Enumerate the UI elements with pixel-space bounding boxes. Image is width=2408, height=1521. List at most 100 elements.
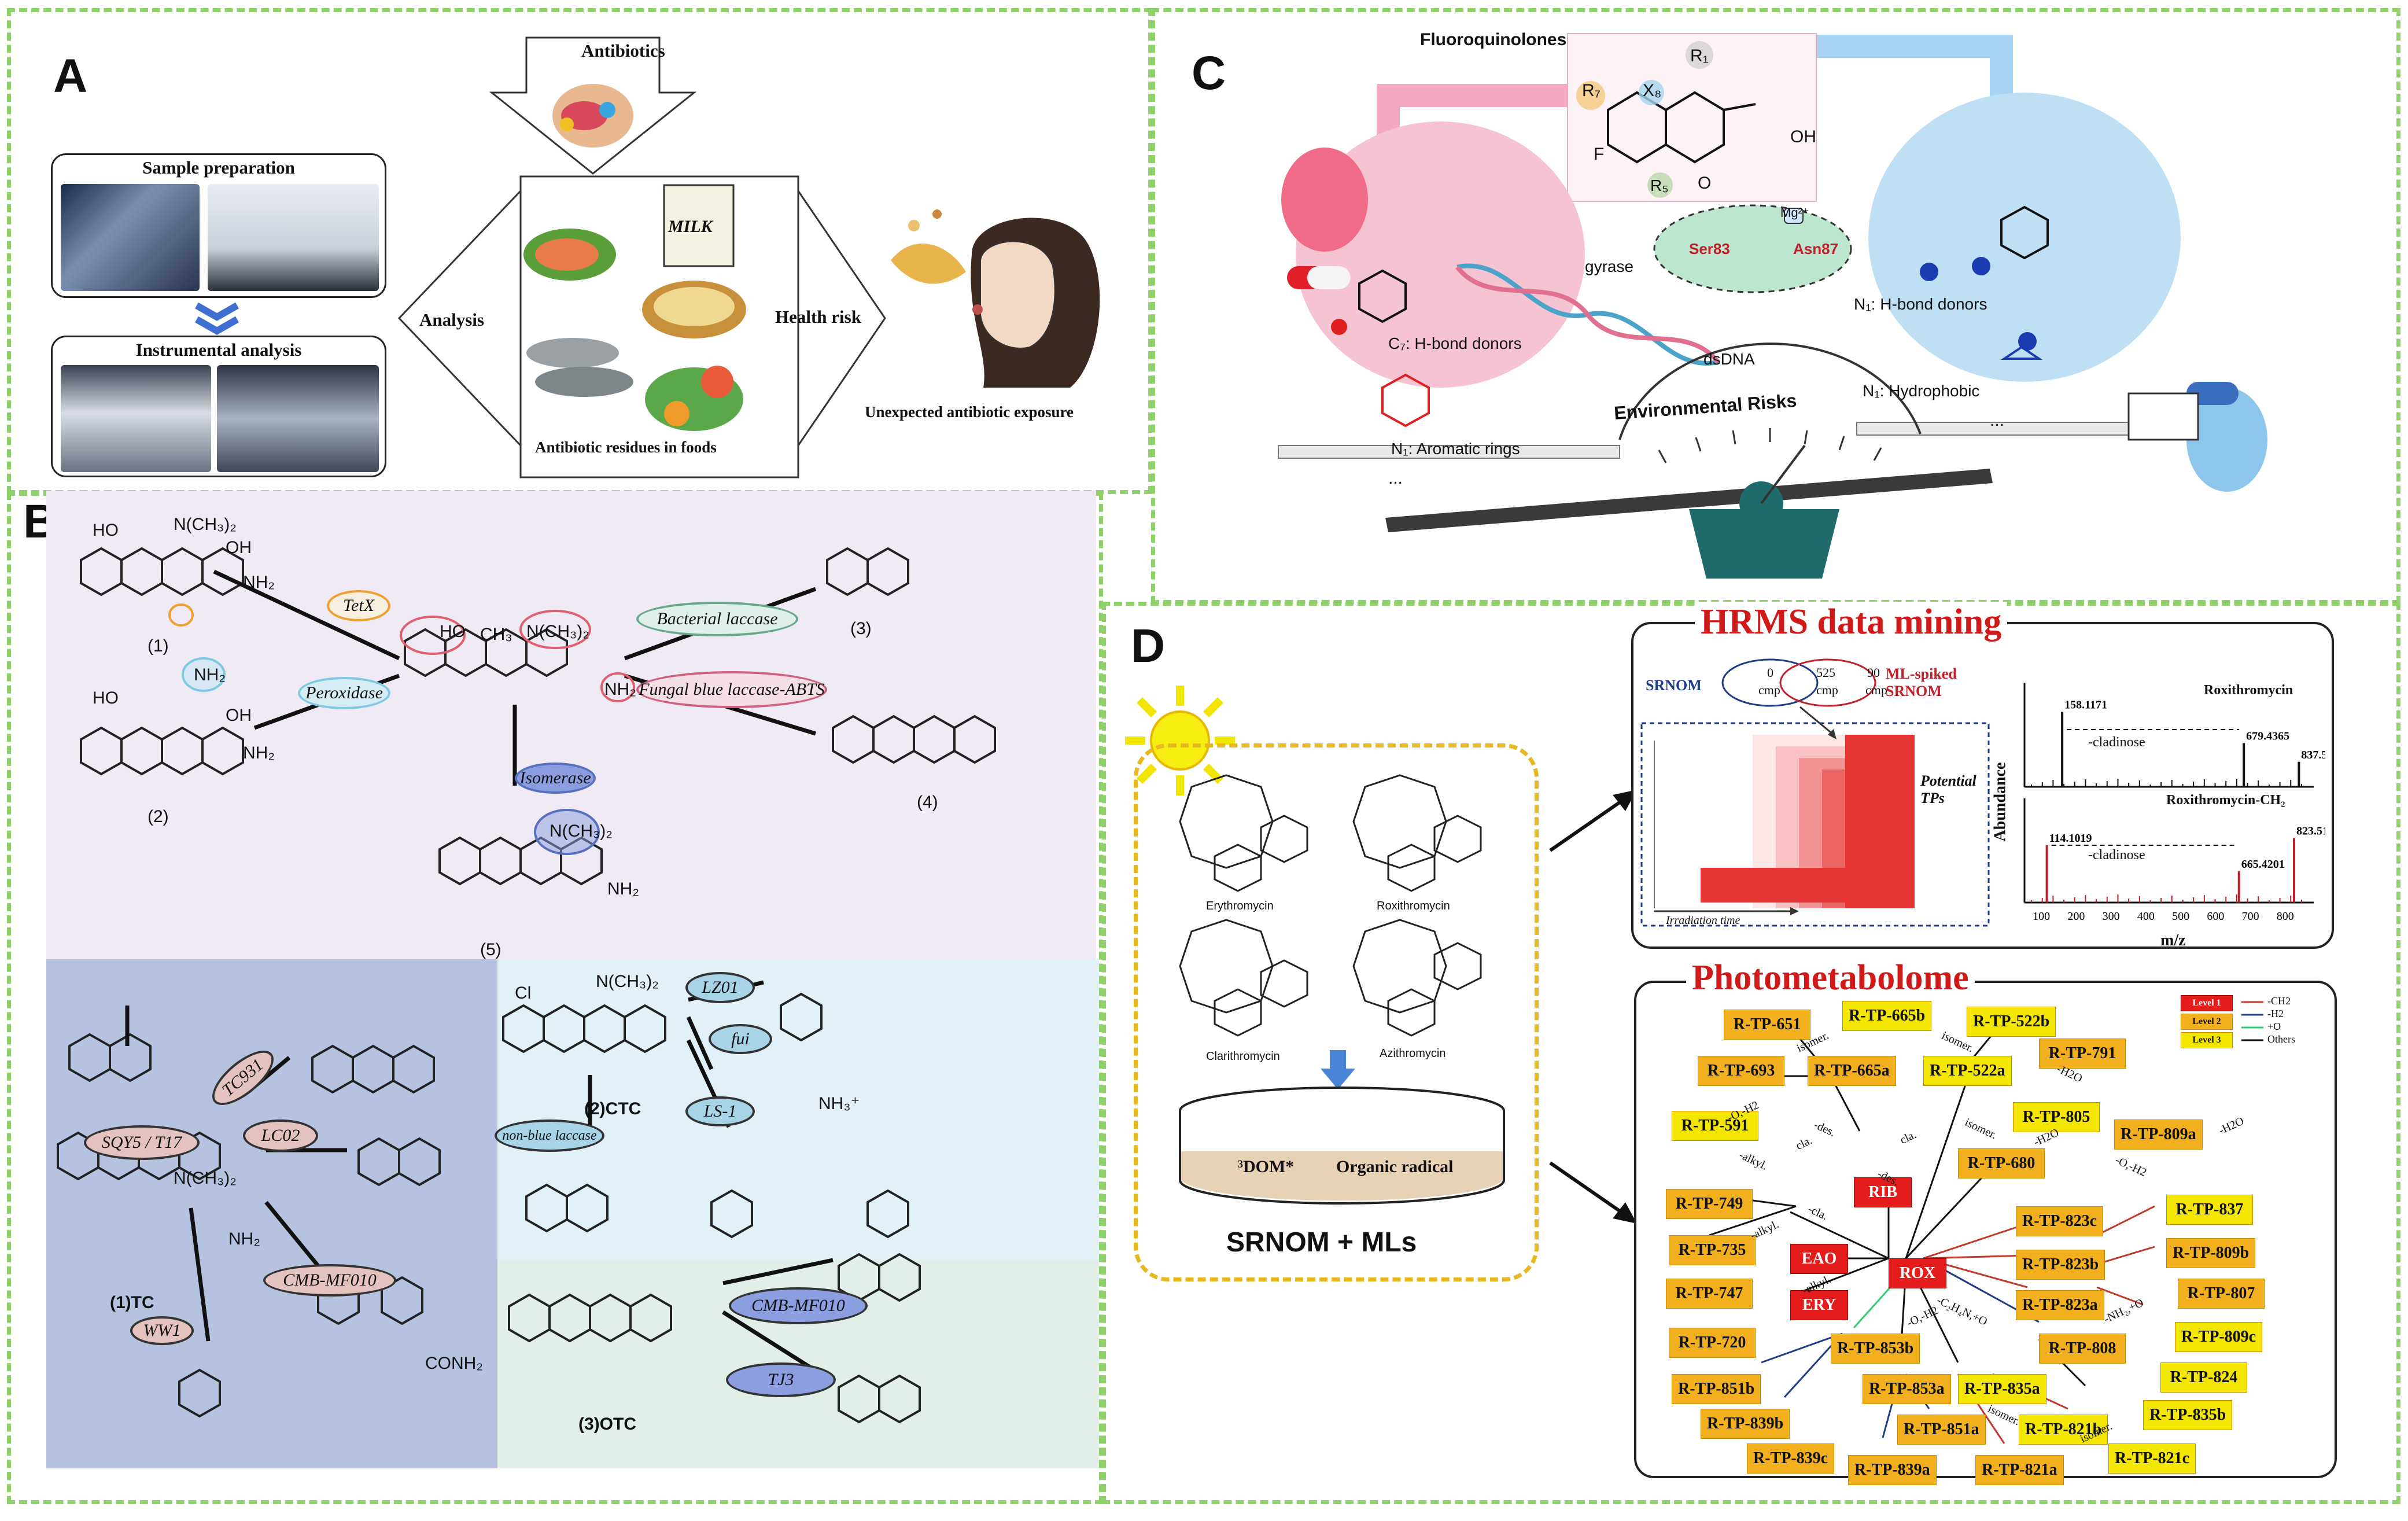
network-node-r-tp-735: R-TP-735 [1669, 1235, 1756, 1265]
network-edge-label: -H2O [2217, 1114, 2246, 1137]
b-product-5: (5) [480, 940, 501, 959]
network-node-r-tp-823a: R-TP-823a [2016, 1290, 2104, 1320]
b-ho-group-3: HO [440, 622, 466, 641]
network-node-eao: EAO [1790, 1244, 1848, 1274]
spectrum-bottom-peak-label-2: 823.5152 [2296, 824, 2325, 837]
legend: Level 1 Level 2 Level 3 -CH2 -H2 +O Othe… [2181, 995, 2325, 1050]
tc-conh2-group: CONH₂ [425, 1354, 483, 1373]
network-node-r-tp-809b: R-TP-809b [2166, 1238, 2256, 1268]
tc-nh2-group: NH₂ [228, 1229, 260, 1249]
molecule-roxithromycin: Roxithromycin [1377, 900, 1450, 912]
venn-mid-value: 525 [1816, 665, 1835, 680]
reaction-box [1134, 743, 1539, 1281]
ctc-label: (2)CTC [584, 1099, 641, 1118]
network-edge-label: cla. [1898, 1128, 1919, 1147]
dsdna-label: dsDNA [1703, 350, 1755, 368]
network-node-r-tp-665a: R-TP-665a [1808, 1056, 1896, 1086]
network-edge-label: isomer. [1986, 1402, 2022, 1428]
spectrum-xlabel: m/z [2160, 931, 2186, 949]
spectrum-xtick: 800 [2277, 910, 2294, 923]
network-edge-label: -alkyl. [1748, 1218, 1781, 1242]
ctc-nh3: NH₃⁺ [818, 1094, 860, 1113]
network-node-r-tp-805: R-TP-805 [2013, 1102, 2100, 1132]
b-oh-group-1: OH [226, 538, 252, 557]
instrumental-analysis-title: Instrumental analysis [135, 340, 302, 360]
ctc-n-group: N(CH₃)₂ [596, 972, 659, 991]
tc-label: (1)TC [110, 1293, 154, 1312]
legend-level-2: Level 2 [2181, 1014, 2233, 1030]
network-node-r-tp-522b: R-TP-522b [1967, 1007, 2056, 1037]
flow-arrows [1549, 790, 1637, 1224]
spectrum-xtick: 600 [2207, 910, 2224, 923]
fluoroquinolone-diagram [1278, 33, 2267, 579]
molecule-azithromycin: Azithromycin [1380, 1047, 1446, 1060]
c-ellipsis-right: ... [1990, 411, 2005, 430]
b-product-2: (2) [147, 807, 169, 826]
enzyme-ww1: WW1 [130, 1316, 194, 1345]
analysis-label: Analysis [419, 310, 484, 330]
chevron-down-icon [195, 302, 239, 335]
spectrum-ylabel: Abundance [1991, 762, 2009, 842]
network-node-r-tp-808: R-TP-808 [2039, 1334, 2126, 1364]
milk-label: MILK [668, 217, 713, 236]
enzyme-bacterial-laccase: Bacterial laccase [636, 602, 798, 636]
irradiation-time-label: Irradiation time [1666, 914, 1740, 927]
network-node-r-tp-823c: R-TP-823c [2016, 1206, 2104, 1236]
fluoroquinolones-title: Fluoroquinolones [1420, 30, 1567, 49]
venn-mid-unit: cmp [1816, 683, 1838, 697]
asn87-label: Asn87 [1793, 240, 1839, 257]
enzyme-cmb-mf010-tc: CMB-MF010 [263, 1264, 396, 1297]
b-ch3-group-3: CH₃ [480, 625, 512, 644]
gyrase-label: gyrase [1585, 257, 1634, 275]
b-nh2-group-4: NH₂ [604, 680, 636, 699]
n1-hydrophobic-label: N₁: Hydrophobic [1863, 382, 1980, 400]
network-node-r-tp-807: R-TP-807 [2178, 1279, 2265, 1309]
hrms-title: HRMS data mining [1695, 602, 2008, 643]
legend-line-others: Others [2267, 1033, 2295, 1045]
enzyme-peroxidase: Peroxidase [298, 677, 390, 709]
network-node-r-tp-835a: R-TP-835a [1958, 1374, 2046, 1404]
fq-x8: X₈ [1643, 81, 1662, 100]
network-node-r-tp-821c: R-TP-821c [2108, 1443, 2196, 1474]
b-product-3: (3) [850, 619, 872, 638]
venn-left-value: 0 [1767, 665, 1773, 680]
b-nh2-group-2: NH₂ [194, 665, 226, 684]
instrument-photo-1 [61, 365, 211, 472]
network-node-r-tp-591: R-TP-591 [1672, 1111, 1758, 1141]
venn-right-unit: cmp [1865, 683, 1887, 697]
venn-right-label: ML-spiked SRNOM [1886, 665, 1957, 699]
sample-preparation-box: Sample preparation [51, 153, 386, 298]
dish-organic-radical: Organic radical [1336, 1157, 1454, 1176]
enzyme-ls1: LS-1 [685, 1096, 755, 1126]
b-n-group-3: N(CH₃)₂ [526, 622, 589, 641]
health-risk-label: Health risk [775, 307, 861, 327]
fq-oh: OH [1790, 127, 1816, 146]
b-product-4: (4) [917, 793, 938, 812]
n1-hbond-label: N₁: H-bond donors [1854, 295, 1987, 313]
b-n-group-1: N(CH₃)₂ [174, 515, 237, 534]
network-node-ery: ERY [1790, 1290, 1848, 1320]
fq-r1: R₁ [1690, 46, 1709, 65]
network-node-r-tp-522a: R-TP-522a [1923, 1056, 2012, 1086]
c-ellipsis-left: ... [1388, 469, 1403, 488]
network-node-r-tp-835b: R-TP-835b [2143, 1400, 2233, 1430]
ctc-cl: Cl [515, 984, 532, 1003]
network-node-r-tp-809a: R-TP-809a [2114, 1119, 2203, 1150]
b-ho-group-1: HO [93, 521, 119, 540]
spectrum-xtick: 500 [2172, 910, 2189, 923]
exposure-label: Unexpected antibiotic exposure [865, 403, 1074, 421]
food-cross-diagram [397, 36, 886, 478]
spectrum-top-note: -cladinose [2088, 735, 2145, 750]
network-node-r-tp-839c: R-TP-839c [1747, 1443, 1835, 1474]
legend-line-ch2: -CH2 [2267, 995, 2291, 1007]
network-node-r-tp-824: R-TP-824 [2160, 1362, 2247, 1393]
enzyme-lc02: LC02 [243, 1119, 318, 1152]
network-node-r-tp-693: R-TP-693 [1698, 1056, 1784, 1086]
enzyme-sqy5: SQY5 / T17 [84, 1125, 200, 1160]
otc-label: (3)OTC [578, 1415, 636, 1434]
legend-level-3: Level 3 [2181, 1032, 2233, 1048]
spectrum-top-peak-label-2: 837.5293 [2301, 749, 2325, 761]
b-product-1: (1) [147, 636, 169, 655]
spectrum-bottom-title: Roxithromycin-CH₂ [2166, 793, 2285, 808]
network-node-r-tp-853b: R-TP-853b [1831, 1334, 1920, 1364]
